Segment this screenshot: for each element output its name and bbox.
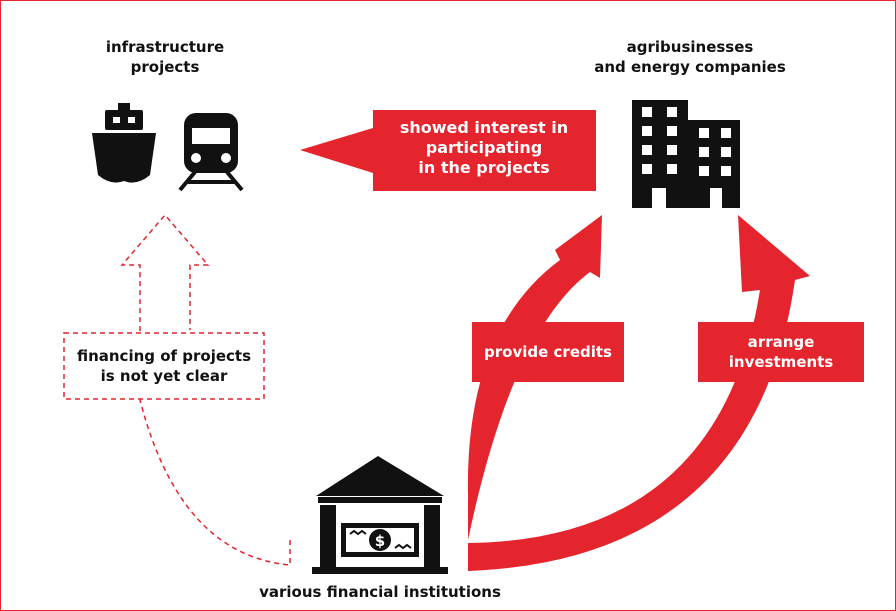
- train-icon: [178, 113, 244, 192]
- credits-box: [472, 322, 624, 382]
- banknote-icon: $: [341, 523, 419, 557]
- arrange-investments-label: arrange investments: [728, 333, 834, 371]
- bank-icon: [312, 456, 448, 574]
- svg-text:$: $: [375, 532, 385, 550]
- financing-dashed-arrow: [120, 213, 291, 566]
- interest-arrow: [300, 110, 596, 191]
- financing-dashed-box: [63, 332, 265, 400]
- office-buildings-icon: [632, 100, 740, 208]
- infrastructure-projects-label: infrastructure projects: [105, 38, 225, 76]
- interest-arrow-label: showed interest in participating in the …: [399, 118, 569, 177]
- agribusinesses-energy-label: agribusinesses and energy companies: [594, 38, 786, 76]
- investments-arrow: [468, 215, 810, 571]
- financing-box-label: financing of projects is not yet clear: [76, 347, 252, 385]
- investments-box: [698, 322, 864, 382]
- provide-credits-label: provide credits: [484, 343, 612, 361]
- ship-icon: [92, 103, 156, 183]
- financial-institutions-label: various financial institutions: [259, 583, 501, 601]
